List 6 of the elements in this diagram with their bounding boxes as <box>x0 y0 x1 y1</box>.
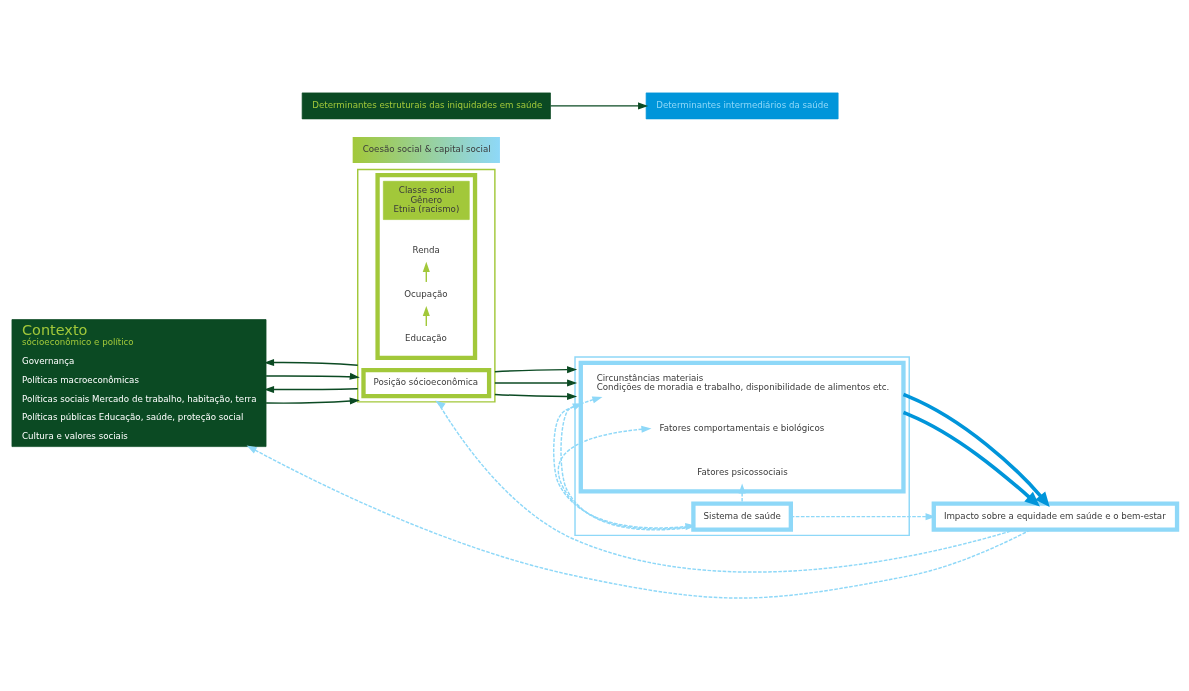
node-text: Ocupação <box>404 289 448 300</box>
node-text: Circunstâncias materiais Condições de moradia e trabalho, disponibilidade de alimentos etc. <box>596 372 890 393</box>
node-text: Renda <box>412 245 440 256</box>
node-text: Fatores psicossociais <box>697 466 788 477</box>
node-text: Educação <box>405 333 447 344</box>
node-text: Fatores comportamentais e biológicos <box>659 422 825 433</box>
